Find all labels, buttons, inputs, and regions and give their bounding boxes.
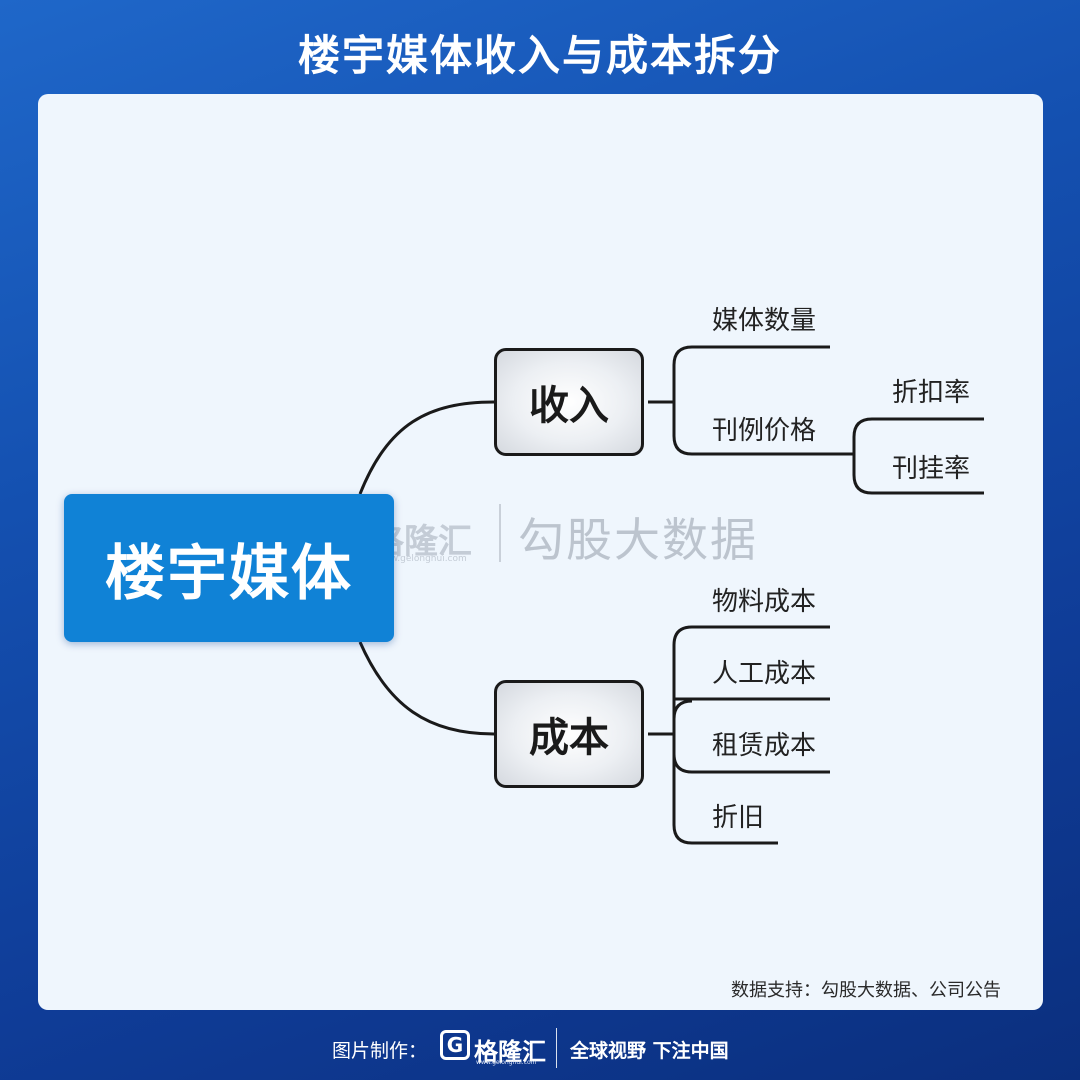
- footer-brand-name: 格隆汇: [474, 1038, 546, 1066]
- connector-cost-bracket: [648, 625, 830, 845]
- footer-divider: [556, 1028, 557, 1068]
- connector-root-cost: [358, 641, 495, 736]
- revenue-node: 收入: [494, 348, 644, 456]
- footer-slogan: 全球视野 下注中国: [570, 1040, 729, 1062]
- cost-node: 成本: [494, 680, 644, 788]
- leaf-discount-rate: 折扣率: [892, 378, 971, 408]
- footer: 图片制作： G 格隆汇 www.gelonghui.com 全球视野 下注中国: [0, 1026, 1080, 1074]
- root-node: 楼宇媒体: [64, 494, 394, 642]
- leaf-media-count: 媒体数量: [712, 306, 817, 336]
- watermark-brand: 勾股大数据: [518, 513, 758, 567]
- footer-url: www.gelonghui.com: [476, 1059, 537, 1066]
- leaf-occupancy-rate: 刊挂率: [892, 454, 971, 484]
- footer-label: 图片制作：: [332, 1040, 428, 1062]
- connector-root-revenue: [358, 400, 495, 495]
- leaf-list-price: 刊例价格: [712, 416, 817, 446]
- leaf-labor-cost: 人工成本: [712, 659, 817, 689]
- page-title: 楼宇媒体收入与成本拆分: [297, 31, 782, 80]
- watermark-divider: [499, 504, 501, 562]
- connector-price-bracket: [850, 417, 984, 495]
- leaf-rental-cost: 租赁成本: [712, 731, 817, 761]
- mindmap-panel: G 格隆汇 www.gelonghui.com 勾股大数据 楼宇媒体 收入 成本…: [38, 94, 1043, 1010]
- connector-lines: [358, 345, 984, 845]
- connector-revenue-bracket: [648, 345, 850, 456]
- footer-logo-icon: G: [440, 1030, 470, 1060]
- leaf-depreciation: 折旧: [712, 803, 765, 833]
- source-note: 数据支持：勾股大数据、公司公告: [731, 980, 1001, 1001]
- leaf-material-cost: 物料成本: [712, 587, 817, 617]
- watermark-url: www.gelonghui.com: [376, 554, 467, 564]
